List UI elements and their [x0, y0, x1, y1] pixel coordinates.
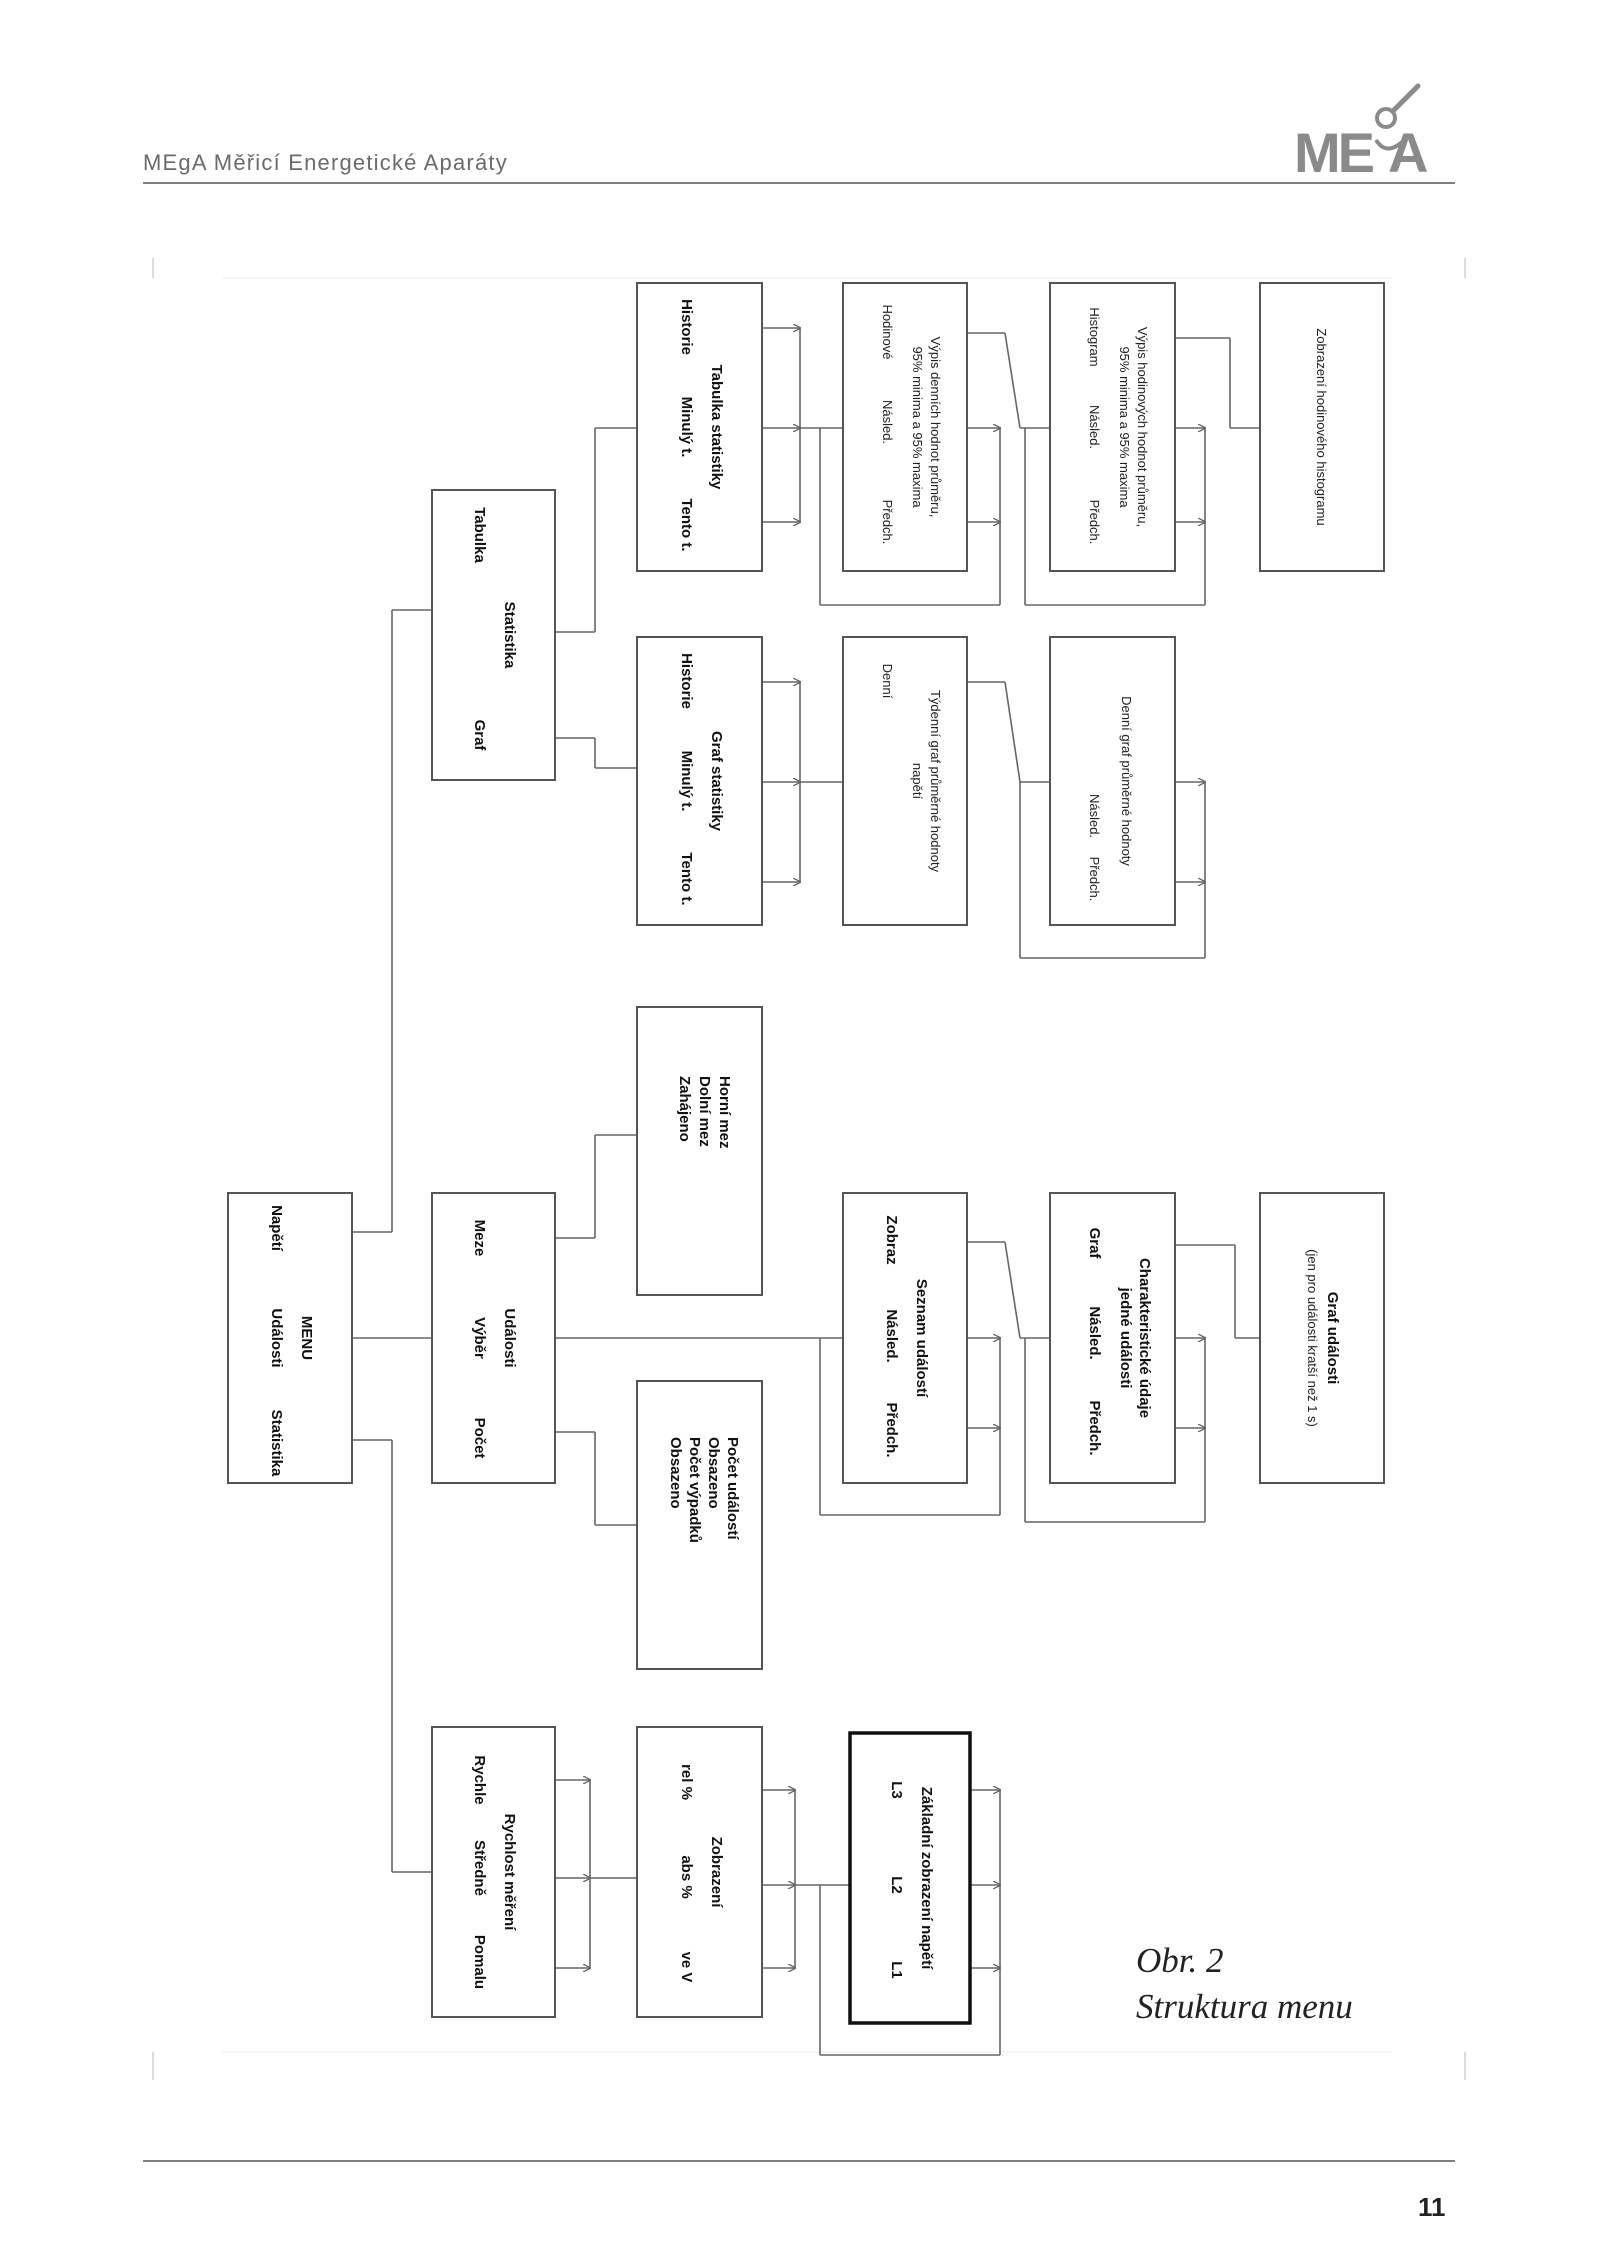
header-divider — [143, 182, 1455, 184]
charakteristicke-item-graf: Graf — [1086, 1228, 1103, 1260]
menu-item-napeti: Napětí — [268, 1205, 285, 1252]
denni-graf-item-nasled: Násled. — [1087, 794, 1102, 838]
graf-udalosti-box: Graf události (jen pro události kratší n… — [1259, 1192, 1385, 1484]
svg-text:A: A — [1388, 121, 1428, 182]
rychlost-item-rychle: Rychle — [471, 1755, 488, 1804]
tabulka-statistiky-box: Tabulka statistiky Historie Minulý t. Te… — [636, 282, 763, 572]
header-title: MEgA Měřicí Energetické Aparáty — [143, 150, 508, 175]
tabulka-statistiky-item-historie: Historie — [678, 299, 695, 355]
graf-statistiky-title: Graf statistiky — [708, 731, 725, 832]
vypis-hodinove-line-1: Výpis hodinových hodnot průměru, — [1135, 327, 1150, 527]
zakladni-item-l2: L2 — [888, 1876, 905, 1894]
pocet-line-obsazeno-1: Obsazeno — [705, 1437, 722, 1509]
svg-text:ME: ME — [1294, 121, 1374, 182]
vypis-hodinove-line-2: 95% minima a 95% maxima — [1117, 346, 1132, 508]
tydenni-box: Týdenní graf průměrné hodnoty napětí Den… — [842, 636, 968, 926]
denni-graf-box: Denní graf průměrné hodnoty Násled. Před… — [1049, 636, 1176, 926]
meze-line-dolni: Dolní mez — [696, 1076, 713, 1147]
statistika-item-graf: Graf — [471, 720, 488, 752]
pocet-box: Počet událostí Obsazeno Počet výpadků Ob… — [636, 1380, 763, 1670]
menu-item-statistika: Statistika — [268, 1410, 285, 1477]
zobrazeni-box: Zobrazení rel % abs % ve V — [636, 1726, 763, 2018]
statistika-title: Statistika — [501, 602, 518, 669]
vypis-denni-item-predch: Předch. — [880, 500, 895, 545]
tydenni-item-denni: Denní — [880, 664, 895, 699]
tabulka-statistiky-item-minuly: Minulý t. — [678, 397, 695, 458]
statistika-box: Statistika Tabulka Graf — [431, 489, 556, 781]
vypis-denni-box: Výpis denních hodnot průměru, 95% minima… — [842, 282, 968, 572]
pocet-line-obsazeno-2: Obsazeno — [667, 1437, 684, 1509]
rychlost-item-stredne: Středně — [471, 1840, 488, 1896]
graf-udalosti-line-1: Graf události — [1324, 1292, 1341, 1385]
zobrazeni-item-rel: rel % — [678, 1764, 695, 1800]
caption-figure-title: Struktura menu — [1136, 1987, 1353, 2026]
charakteristicke-item-nasled: Násled. — [1086, 1306, 1103, 1359]
charakteristicke-item-predch: Předch. — [1086, 1400, 1103, 1455]
udalosti-item-meze: Meze — [471, 1220, 488, 1257]
scan-frame — [152, 258, 1466, 2080]
zakladni-item-l3: L3 — [888, 1781, 905, 1799]
graf-statistiky-item-historie: Historie — [678, 653, 695, 709]
vypis-denni-line-1: Výpis denních hodnot průměru, — [928, 337, 943, 518]
vypis-hodinove-item-predch: Předch. — [1087, 500, 1102, 545]
seznam-item-zobraz: Zobraz — [883, 1215, 900, 1264]
charakteristicke-box: Charakteristické údaje jedné události Gr… — [1049, 1192, 1176, 1484]
zakladni-item-l1: L1 — [888, 1961, 905, 1979]
vypis-denni-item-hodinove: Hodinové — [880, 305, 895, 360]
udalosti-box: Události Meze Výběr Počet — [431, 1192, 556, 1484]
pocet-line-pocet-vypadku: Počet výpadků — [686, 1437, 703, 1543]
charakteristicke-title-1: Charakteristické údaje — [1136, 1258, 1153, 1418]
graf-statistiky-item-minuly: Minulý t. — [678, 751, 695, 812]
zakladni-title: Základní zobrazení napětí — [918, 1787, 935, 1970]
tabulka-statistiky-title: Tabulka statistiky — [708, 365, 725, 490]
rychlost-item-pomalu: Pomalu — [471, 1935, 488, 1989]
zakladni-box: Základní zobrazení napětí L3 L2 L1 — [848, 1731, 972, 2025]
meze-box: Horní mez Dolní mez Zahájeno — [636, 1006, 763, 1296]
graf-udalosti-line-2: (jen pro události kratší než 1 s) — [1305, 1249, 1320, 1427]
seznam-box: Seznam událostí Zobraz Násled. Předch. — [842, 1192, 968, 1484]
figure-caption: Obr. 2 Struktura menu — [1136, 1938, 1353, 2030]
histogram-title: Zobrazení hodinového histogramu — [1314, 328, 1329, 525]
denni-graf-item-predch: Předch. — [1087, 857, 1102, 902]
meze-line-horni: Horní mez — [716, 1076, 733, 1149]
menu-box: MENU Napětí Události Statistika — [227, 1192, 353, 1484]
menu-item-udalosti: Události — [268, 1308, 285, 1367]
zobrazeni-item-abs: abs % — [678, 1855, 695, 1898]
statistika-item-tabulka: Tabulka — [471, 507, 488, 563]
vypis-denni-item-nasled: Násled. — [880, 400, 895, 444]
seznam-item-predch: Předch. — [883, 1402, 900, 1457]
vypis-hodinove-box: Výpis hodinových hodnot průměru, 95% min… — [1049, 282, 1176, 572]
page-number: 11 — [1418, 2192, 1446, 2222]
udalosti-title: Události — [501, 1308, 518, 1367]
udalosti-item-vyber: Výběr — [471, 1317, 488, 1359]
menu-title: MENU — [298, 1316, 315, 1360]
meze-line-zahajeno: Zahájeno — [676, 1076, 693, 1142]
zobrazeni-item-ve-v: ve V — [678, 1952, 695, 1983]
caption-figure-number: Obr. 2 — [1136, 1941, 1224, 1980]
graf-statistiky-box: Graf statistiky Historie Minulý t. Tento… — [636, 636, 763, 926]
vypis-hodinove-item-histogram: Histogram — [1087, 307, 1102, 366]
udalosti-item-pocet: Počet — [471, 1418, 488, 1459]
denni-graf-title: Denní graf průměrné hodnoty — [1119, 696, 1134, 866]
rychlost-title: Rychlost měření — [501, 1814, 518, 1932]
vypis-denni-line-2: 95% minima a 95% maxima — [910, 346, 925, 508]
tydenni-line-1: Týdenní graf průměrné hodnoty — [928, 690, 943, 873]
zobrazeni-title: Zobrazení — [708, 1837, 725, 1909]
connector-lines — [352, 328, 1260, 2056]
tydenni-line-2: napětí — [910, 763, 925, 800]
charakteristicke-title-2: jedné události — [1117, 1287, 1134, 1389]
pocet-line-pocet-udalosti: Počet událostí — [724, 1437, 741, 1540]
mega-logo: ME A — [1294, 83, 1428, 182]
histogram-box: Zobrazení hodinového histogramu — [1259, 282, 1385, 572]
seznam-item-nasled: Násled. — [883, 1309, 900, 1362]
vypis-hodinove-item-nasled: Násled. — [1087, 405, 1102, 449]
graf-statistiky-item-tento: Tento t. — [678, 852, 695, 905]
seznam-title: Seznam událostí — [913, 1279, 930, 1398]
tabulka-statistiky-item-tento: Tento t. — [678, 498, 695, 551]
rychlost-box: Rychlost měření Rychle Středně Pomalu — [431, 1726, 556, 2018]
footer-divider — [143, 2160, 1455, 2162]
